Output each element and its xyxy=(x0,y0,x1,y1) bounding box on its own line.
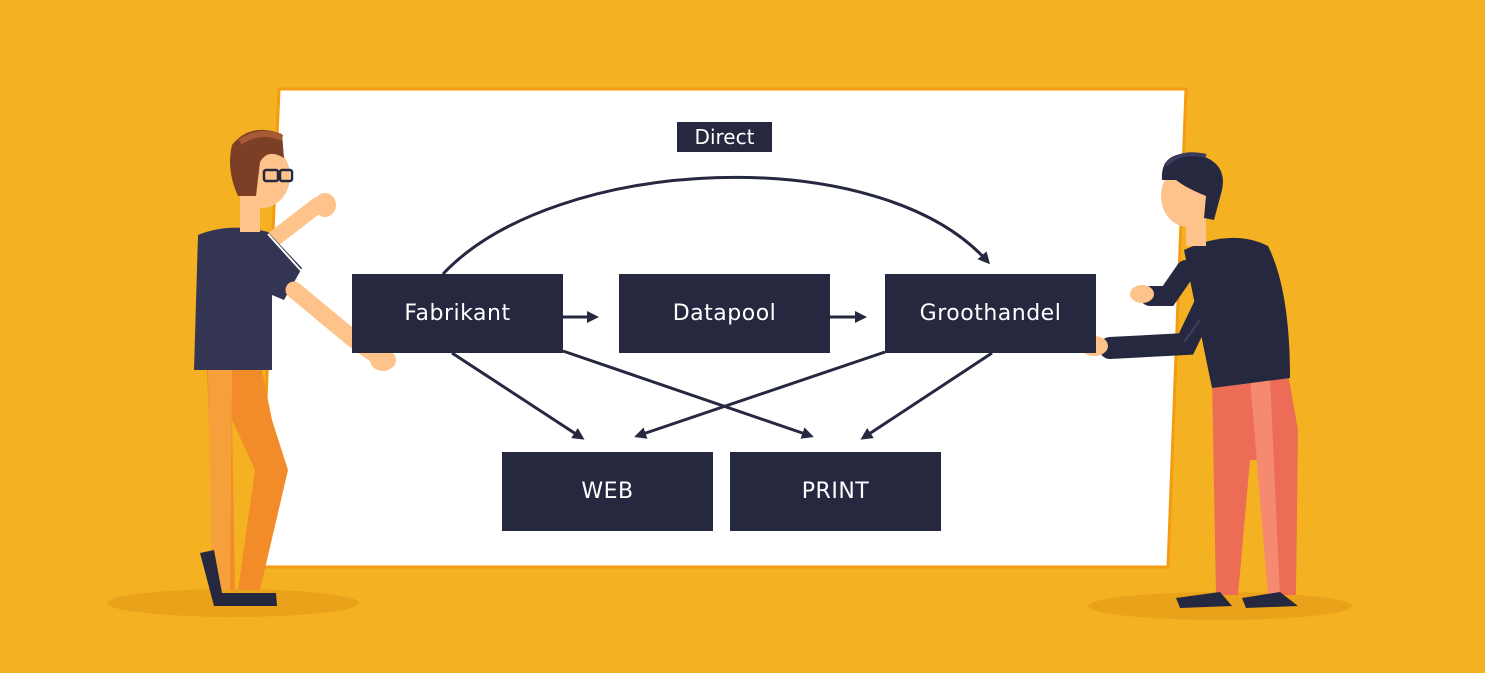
node-fabrikant: Fabrikant xyxy=(352,274,563,353)
person-right-illustration xyxy=(1080,152,1298,608)
node-print: PRINT xyxy=(730,452,941,531)
arrow-groothandel-web xyxy=(634,350,886,439)
edge-label-direct: Direct xyxy=(677,122,772,152)
arrow-fabrikant-print xyxy=(562,349,814,439)
node-datapool: Datapool xyxy=(619,274,830,353)
arrow-direct xyxy=(441,175,990,276)
node-web: WEB xyxy=(502,452,713,531)
arrow-fabrikant-web xyxy=(451,351,585,440)
arrow-groothandel-print xyxy=(860,351,993,440)
node-groothandel: Groothandel xyxy=(885,274,1096,353)
